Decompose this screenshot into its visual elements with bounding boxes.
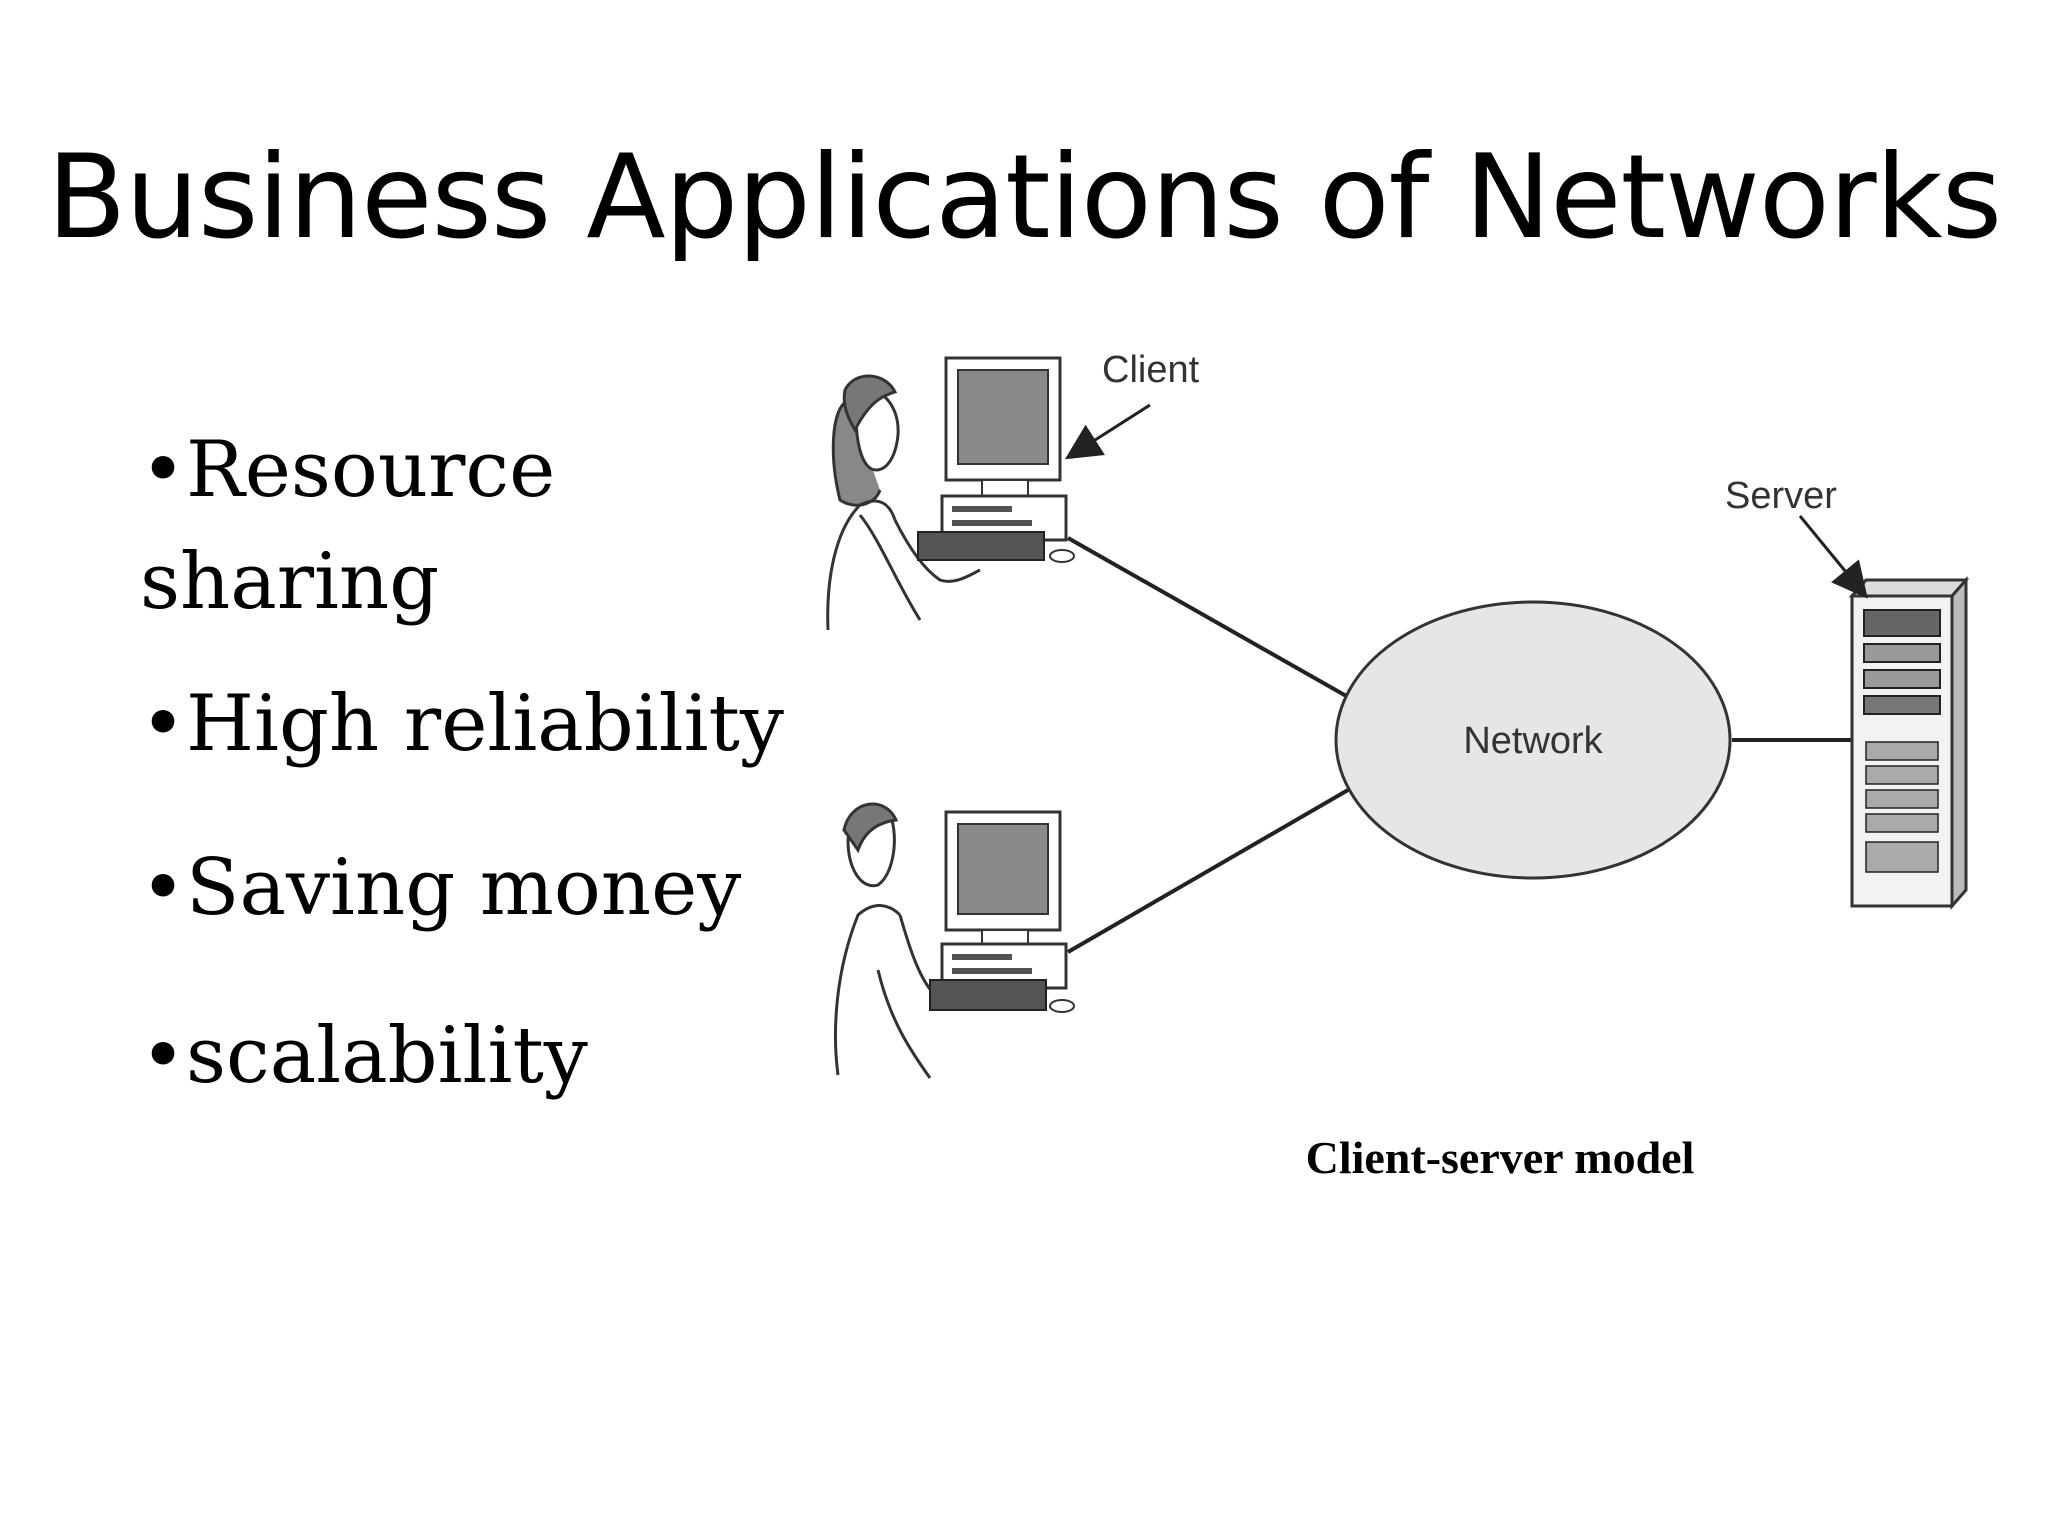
client-label: Client	[1102, 349, 1200, 391]
server-pointer-arrow	[1798, 515, 1868, 599]
client-server-diagram: Network	[800, 330, 1980, 1130]
client-pointer-arrow	[1064, 403, 1151, 460]
link-top-client	[1067, 536, 1349, 699]
server-label: Server	[1725, 475, 1837, 517]
bullet-resource-sharing: •Resource	[140, 425, 556, 515]
bullet-resource-sharing-continued: sharing	[140, 537, 440, 627]
client-computer-top-icon	[917, 356, 1075, 563]
network-ellipse	[1334, 600, 1732, 880]
bullet-scalability: •scalability	[140, 1011, 588, 1101]
person-woman-icon	[826, 374, 981, 631]
diagram-caption: Client-server model	[1305, 1132, 1695, 1183]
bullet-saving-money: •Saving money	[140, 843, 742, 933]
server-tower-icon	[1848, 576, 1970, 910]
link-bottom-client	[1066, 788, 1350, 954]
network-label: Network	[1463, 720, 1603, 762]
bullet-high-reliability: •High reliability	[140, 679, 784, 769]
slide-title: Business Applications of Networks	[46, 130, 2002, 265]
client-computer-bottom-icon	[929, 810, 1075, 1013]
